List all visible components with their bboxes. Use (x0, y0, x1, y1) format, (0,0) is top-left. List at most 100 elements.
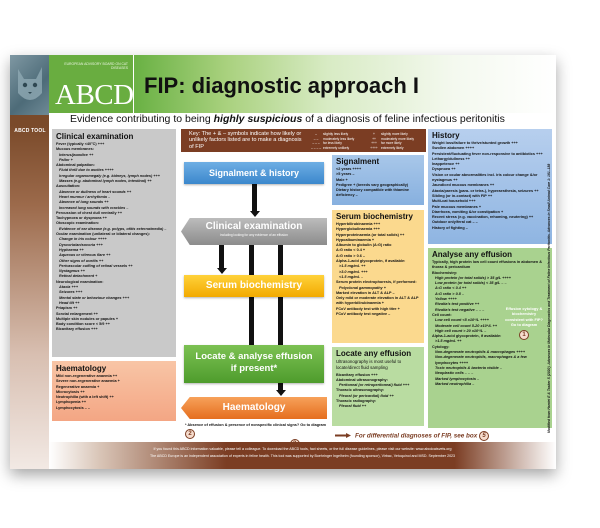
list-item: Non-degenerate neutrophils & macrophages… (435, 350, 526, 355)
haematology-box: Haematology Mild non-regenerative anaemi… (52, 361, 176, 421)
list-item: Polyclonal gammopathy + (339, 285, 386, 290)
list-item: Non-degenerate neutrophils, macrophages … (435, 355, 527, 365)
abcd-logo[interactable]: EUROPEAN ADVISORY BOARD ON CAT DISEASES … (49, 55, 134, 113)
list-item: Typically, high protein low cell count e… (432, 260, 542, 270)
list-item: Aqueous or vitreous flare ++ (59, 253, 111, 258)
locate-effusion-intro: Ultrasonography is most useful to locate… (336, 359, 402, 370)
list-item: Regenerative anaemia + (56, 384, 100, 389)
list-item: >1.5 mg/mL ++ (339, 264, 366, 269)
effusion-cytology-note[interactable]: Effusion cytology & biochemistry consist… (504, 306, 544, 341)
list-item: Retinal detachment + (59, 274, 98, 279)
list-item: Pedigree + (breeds vary geographically) (336, 182, 409, 187)
list-item: Pleural fluid ++ (339, 404, 367, 409)
list-item: Rivalta's test negative – – – (435, 307, 485, 312)
list-item: Cytology: (432, 344, 450, 349)
list-item: Dyspnoea ++ (432, 167, 456, 172)
footer-line-1: If you found this ABCD information valua… (153, 447, 452, 451)
serum-biochemistry-box: Serum biochemistry Hyperbilirubinaemia +… (332, 210, 424, 343)
list-item: A:G ratio < 0.4 + (336, 248, 366, 253)
list-item: <2 years ++++ (336, 167, 362, 171)
key-label: slightly less likely (323, 132, 349, 136)
list-item: Vision or ocular abnormalities incl. iri… (432, 172, 538, 183)
analyse-effusion-box: Analyse any effusion Typically, high pro… (428, 248, 552, 428)
cat-photo (10, 55, 49, 115)
list-item: Tachypnoea or dyspnoea ++ (56, 216, 107, 221)
serum-biochemistry-title: Serum biochemistry (336, 212, 413, 221)
diagram-1-badge[interactable]: 1 (519, 330, 529, 341)
key-row: – –moderately less likely (309, 137, 355, 142)
step-signalment-history[interactable]: Signalment & history (184, 162, 324, 184)
diagram-note[interactable]: * Absence of effusion & presence of nons… (185, 423, 330, 439)
step-clinical-examination[interactable]: Clinical examination including looking f… (181, 218, 327, 245)
list-item: Alpha-1-acid glycoprotein, if available: (432, 334, 502, 339)
list-item: Dietary history compatible with thiamine… (336, 188, 409, 198)
key-minus-list: – slightly less likely– –moderately less … (309, 132, 354, 150)
list-item: Thoracic ultrasonography: (336, 388, 385, 393)
list-item: Neurological examination: (56, 279, 104, 284)
diagram-2-badge[interactable]: 2 (185, 428, 195, 439)
list-item: Masses (e.g. abdominal lymph nodes, inte… (59, 179, 152, 184)
list-item: Albumin to globulin (A:G) ratio (336, 243, 392, 248)
list-item: Diarrhoea, vomiting &/or constipation + (432, 209, 504, 214)
list-item: Bicavitary effusion +++ (56, 327, 98, 332)
list-item: Moderate cell count 5-20 x10⁹/L ++ (435, 323, 498, 328)
history-box: History Weight loss/failure to thrive/st… (428, 129, 552, 244)
step-serum-biochemistry[interactable]: Serum biochemistry (184, 275, 324, 297)
list-item: Toxic neutrophils & bacteria visible – (435, 365, 502, 370)
key-symbol: – (315, 132, 317, 136)
diagram-5-badge[interactable]: 5 (479, 431, 489, 441)
step-haematology[interactable]: Haematology (181, 397, 327, 419)
list-item: Ocular examination (unilateral or bilate… (56, 232, 150, 237)
list-item: Abdominal palpation: (56, 163, 95, 168)
list-item: Absence of lung sounds ++ (59, 200, 109, 205)
list-item: Hyperbilirubinaemia +++ (336, 222, 381, 226)
subtitle-emphasis: highly suspicious (213, 113, 303, 125)
key-symbol: +++ (371, 141, 377, 146)
page-title: FIP: diagnostic approach I (144, 73, 420, 98)
signalment-title: Signalment (336, 157, 380, 166)
list-item: Serum protein electrophoresis, if perfor… (336, 280, 417, 285)
step-locate-effusion[interactable]: Locate & analyse effusion if present* (184, 345, 324, 383)
list-item: Alpha-1-acid glycoprotein, if available: (336, 259, 406, 264)
key-symbol: ++++ (370, 145, 378, 150)
footer: If you found this ABCD information valua… (49, 442, 556, 469)
list-item: Jaundiced mucous membranes ++ (432, 183, 495, 188)
list-item: Increased lung sounds with crackles – (59, 205, 129, 210)
list-item: Bicavitary effusion +++ (336, 372, 378, 377)
diagnostic-flowchart: Signalment & history Clinical examinatio… (181, 155, 330, 459)
list-item: Pallor + (59, 157, 73, 162)
key-row: ++moderately more likely (367, 137, 414, 142)
list-item: Fever (typically <40°C) +++ (56, 142, 105, 146)
list-item: Mucous membranes: (56, 147, 94, 152)
list-item: Swollen abdomen ++++ (432, 146, 475, 151)
list-item: Evidence of ear disease (e.g. polyps, ot… (59, 226, 167, 231)
list-item: A:G ratio > 0.6 – (336, 253, 366, 258)
header: EUROPEAN ADVISORY BOARD ON CAT DISEASES … (49, 55, 556, 113)
arrow-down-icon (216, 268, 227, 274)
list-item: A:G ratio > 0.8 – (435, 291, 465, 296)
key-plus-list: +slightly more likely++moderately more l… (367, 132, 414, 150)
arrow-shaft (252, 184, 257, 212)
list-item: Rivalta's test positive ++ (435, 302, 480, 307)
list-item: Auscultation: (56, 184, 81, 189)
list-item: High protein (or total solids) > 35 g/L … (435, 275, 511, 280)
key-symbol: – – – (312, 141, 320, 146)
list-item: Pleural (or pericardial) fluid ++ (339, 393, 394, 398)
list-item: Only mild or moderate elevation in ALT &… (336, 296, 419, 306)
list-item: Irregular organomegaly (e.g. kidneys, ly… (59, 173, 160, 178)
list-item: Multiple skin nodules or papules + (56, 316, 119, 321)
list-item: Lymphopenia ++ (56, 400, 87, 405)
list-item: A:G ratio < 0.4 ++ (435, 286, 467, 291)
list-item: Hypoalbuminaemia + (336, 237, 375, 242)
list-item: Yellow ++++ (435, 297, 457, 302)
differential-diagnoses-link[interactable]: For differential diagnoses of FIP, see b… (355, 431, 489, 441)
list-item: Marked neutrophilia – (435, 381, 475, 386)
list-item: History of fighting – (432, 225, 468, 230)
list-item: Mild non-regenerative anaemia ++ (56, 374, 118, 378)
subtitle-post: of a diagnosis of feline infectious peri… (302, 113, 505, 125)
abcd-tool-label: ABCD TOOL (14, 128, 46, 134)
list-item: Hyperglobulinaemia +++ (336, 227, 380, 232)
list-item: Persistent/fluctuating fever non-respons… (432, 151, 543, 156)
list-item: Priapism ++ (56, 306, 78, 311)
list-item: Lethargy/dullness ++ (432, 156, 470, 161)
